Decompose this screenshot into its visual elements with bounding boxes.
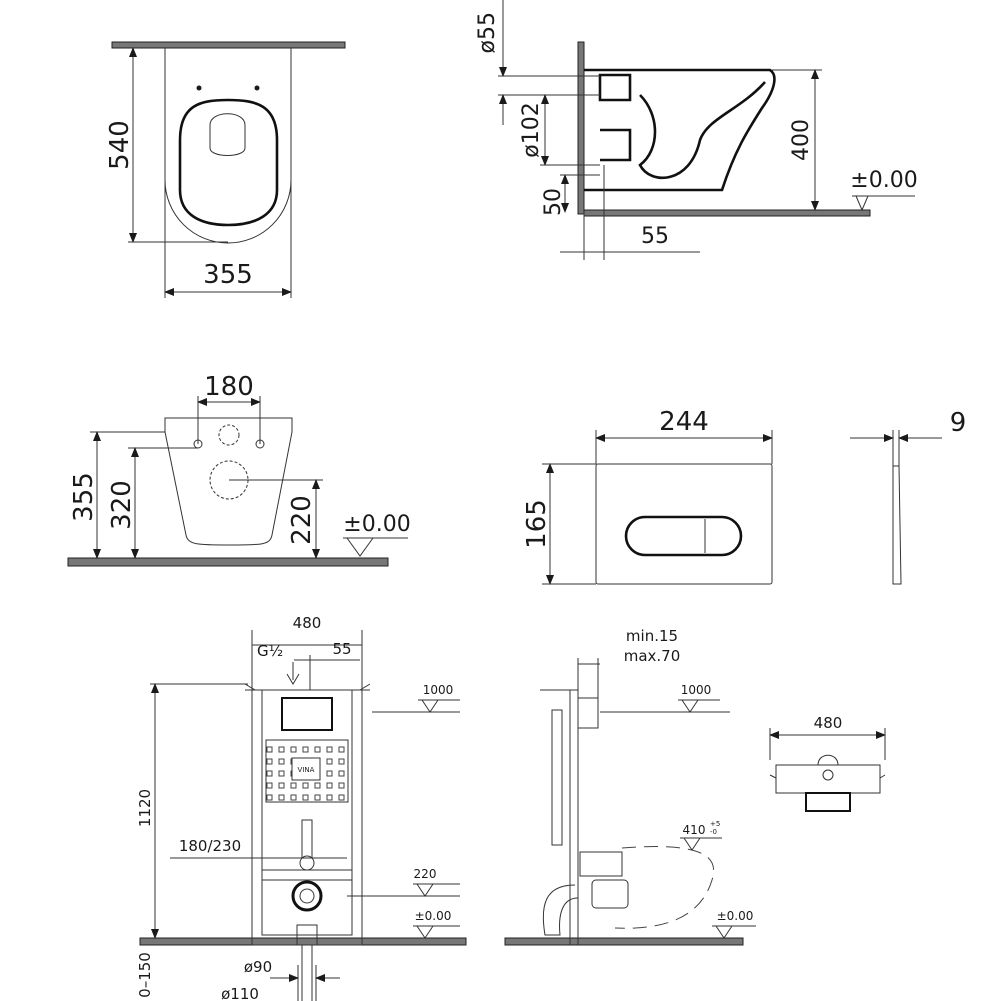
inlet-arrow bbox=[286, 662, 300, 685]
cistern-side bbox=[551, 709, 563, 846]
front-floor-label: ±0.00 bbox=[343, 512, 410, 537]
bowl-front-outline bbox=[164, 417, 293, 546]
top-depth-label: 540 bbox=[105, 120, 135, 170]
frame-floor-label: ±0.00 bbox=[415, 909, 452, 923]
bolt-hole bbox=[254, 85, 260, 91]
flush-pipe bbox=[301, 819, 313, 859]
top-width-label: 355 bbox=[203, 260, 253, 290]
bolt-hole bbox=[196, 85, 202, 91]
flush-connector-side bbox=[579, 851, 623, 877]
top-view: 540 355 bbox=[105, 41, 346, 298]
frame-top-brackets bbox=[769, 774, 886, 779]
outlet-section bbox=[600, 128, 632, 162]
front-total-height-label: 355 bbox=[69, 472, 99, 522]
logo-box bbox=[291, 757, 321, 781]
drain-bend bbox=[542, 884, 579, 936]
side-bowl-height-label: 400 bbox=[789, 119, 814, 161]
pipe-90-label: ø90 bbox=[244, 958, 272, 976]
frame-inner bbox=[261, 689, 353, 936]
frame-top-width-label: 480 bbox=[814, 714, 843, 732]
pipe-110-label: ø110 bbox=[221, 985, 259, 1001]
seat-level-label: 410 bbox=[683, 823, 706, 837]
side-depth-min-label: min.15 bbox=[626, 627, 678, 645]
level-symbol bbox=[418, 699, 460, 713]
frame-logo: VINA bbox=[298, 766, 315, 774]
floor-section bbox=[583, 209, 871, 217]
level-symbol bbox=[678, 699, 720, 713]
side-outlet-offset-label: 55 bbox=[641, 224, 669, 249]
side-outlet-label: ø102 bbox=[519, 102, 544, 157]
floor-section bbox=[139, 937, 467, 946]
wall-section bbox=[111, 41, 346, 49]
seat-tol-plus: +5 bbox=[710, 820, 720, 828]
level-symbol bbox=[712, 925, 756, 939]
plate-width-label: 244 bbox=[659, 407, 709, 437]
level-symbol bbox=[852, 195, 915, 212]
water-inlet-label: G½ bbox=[257, 642, 283, 660]
front-bolt-height-label: 320 bbox=[107, 480, 137, 530]
seat-hinge bbox=[209, 113, 246, 156]
seat-outline bbox=[178, 98, 279, 227]
frame-height-label: 1120 bbox=[136, 789, 154, 827]
seat-tol-minus: -0 bbox=[710, 828, 717, 836]
frame-adjust-label: 0–150 bbox=[136, 952, 154, 998]
drain-inner bbox=[299, 888, 315, 904]
front-outlet-height-label: 220 bbox=[287, 495, 317, 545]
frame-plate bbox=[281, 697, 333, 731]
side-frame-floor-label: ±0.00 bbox=[717, 909, 754, 923]
bowl-outline bbox=[164, 48, 292, 244]
frame-top-connector bbox=[822, 769, 834, 781]
inlet-circle bbox=[218, 424, 240, 446]
bowl-ghost bbox=[614, 846, 715, 929]
side-inlet-label: ø55 bbox=[475, 12, 500, 53]
level-symbol bbox=[680, 837, 722, 851]
drain-pipe-below bbox=[297, 945, 317, 1001]
frame-front-view: VINA 480 G½ 55 1000 1120 0–150 180/230 2… bbox=[136, 614, 467, 1001]
inlet-offset-label: 55 bbox=[332, 640, 351, 658]
frame-side-view: min.15 max.70 1000 410 +5 -0 ±0.00 bbox=[504, 627, 756, 946]
frame-width-label: 480 bbox=[293, 614, 322, 632]
drain-pipe bbox=[296, 924, 318, 946]
floor-section bbox=[504, 937, 744, 946]
frame-top-box bbox=[805, 792, 851, 812]
plate-height-label: 165 bbox=[522, 499, 552, 549]
level-symbol bbox=[413, 925, 460, 939]
plate-outline bbox=[595, 463, 773, 585]
floor-section bbox=[67, 557, 389, 567]
inlet-section bbox=[598, 73, 632, 102]
drain-connector bbox=[291, 880, 323, 912]
frame-top-level-label: 1000 bbox=[423, 683, 454, 697]
side-floor-label: ±0.00 bbox=[850, 168, 917, 193]
frame-bolt-spacing-label: 180/230 bbox=[179, 837, 241, 855]
frame-outlet-level-label: 220 bbox=[414, 867, 437, 881]
plate-box-side bbox=[577, 697, 599, 729]
side-top-level-label: 1000 bbox=[681, 683, 712, 697]
bowl-section bbox=[584, 68, 776, 192]
side-view: ø55 ø102 50 55 400 ±0.00 bbox=[475, 0, 918, 260]
plate-thickness-label: 9 bbox=[950, 408, 967, 438]
side-depth-max-label: max.70 bbox=[624, 647, 681, 665]
front-bolt-spacing-label: 180 bbox=[204, 372, 254, 402]
trap-section bbox=[638, 81, 766, 179]
frame-top-outline bbox=[775, 764, 881, 794]
flush-plate-view: 244 165 9 bbox=[522, 407, 967, 585]
frame-side-outline bbox=[540, 689, 579, 945]
level-symbol bbox=[343, 537, 408, 557]
front-view: 180 355 320 220 ±0.00 bbox=[67, 372, 411, 567]
level-symbol bbox=[413, 883, 460, 897]
side-outlet-height-label: 50 bbox=[541, 188, 566, 216]
plate-side bbox=[892, 465, 902, 585]
flush-button bbox=[624, 515, 743, 557]
drain-connector-side bbox=[591, 879, 629, 909]
frame-top-view: 480 bbox=[769, 714, 886, 812]
frame-brackets bbox=[244, 683, 371, 691]
wall-section bbox=[577, 41, 585, 215]
frame-top-handle bbox=[817, 754, 839, 766]
